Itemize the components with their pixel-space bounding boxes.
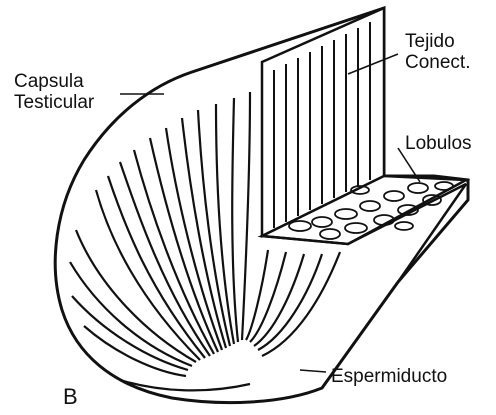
panel-letter: B (63, 386, 78, 407)
lobulos-label: Lobulos (405, 133, 472, 154)
espermiducto-label: Espermiducto (331, 366, 447, 387)
tejido-conectivo-label: Tejido Conect. (405, 31, 470, 73)
capsula-testicular-label: Capsula Testicular (14, 71, 94, 113)
